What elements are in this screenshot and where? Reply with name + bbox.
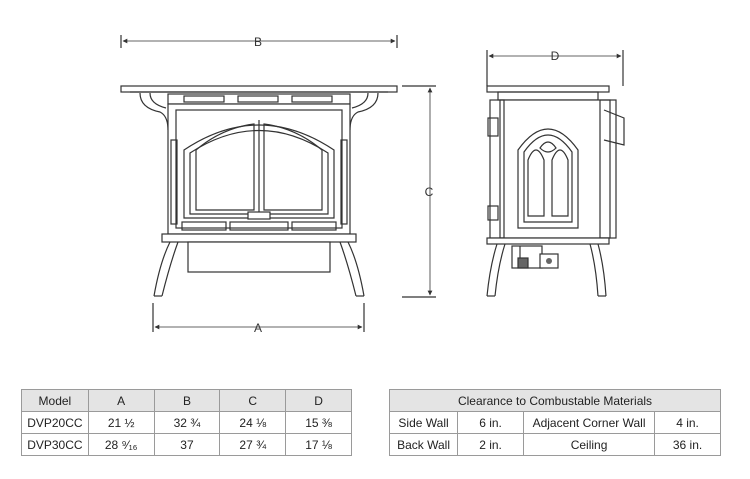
- right-bracket: [349, 92, 379, 131]
- side-body: [499, 99, 611, 239]
- label-c: C: [425, 185, 434, 199]
- clearance-value: 4 in.: [654, 411, 721, 434]
- right-lancet: [551, 149, 569, 217]
- cell-d: 15 ⅜: [285, 411, 352, 434]
- front-view: [120, 35, 436, 332]
- clearance-label: Side Wall: [388, 411, 459, 434]
- dimension-c: [402, 85, 436, 298]
- cell-b: 37: [153, 433, 221, 456]
- cell-a: 28 ⁹⁄₁₆: [87, 433, 155, 456]
- table-row: Side Wall 6 in. Adjacent Corner Wall 4 i…: [388, 411, 721, 434]
- cell-d: 17 ⅛: [285, 433, 352, 456]
- header-d: D: [285, 389, 352, 412]
- left-lancet: [527, 149, 545, 217]
- cell-model: DVP30CC: [21, 433, 89, 456]
- clearance-value: 36 in.: [654, 433, 721, 456]
- right-glass: [263, 123, 323, 211]
- dimensions-table: Model A B C D DVP20CC 21 ½ 32 ¾ 24 ⅛ 15 …: [21, 389, 352, 456]
- header-c: C: [219, 389, 287, 412]
- ash-drawer: [187, 241, 331, 273]
- cell-c: 24 ⅛: [219, 411, 287, 434]
- side-right-leg: [597, 243, 607, 297]
- stove-drawings: B C A D: [120, 35, 625, 335]
- gas-valve: [511, 245, 559, 269]
- table-row: DVP20CC 21 ½ 32 ¾ 24 ⅛ 15 ⅜: [21, 411, 352, 434]
- left-leg: [153, 241, 171, 297]
- clearance-label: Adjacent Corner Wall: [522, 411, 656, 434]
- header-a: A: [87, 389, 155, 412]
- table-row: Back Wall 2 in. Ceiling 36 in.: [388, 433, 721, 456]
- right-leg: [347, 241, 365, 297]
- dimension-d: [486, 50, 624, 86]
- clearance-title-row: Clearance to Combustable Materials: [389, 389, 721, 412]
- cell-b: 32 ¾: [153, 411, 221, 434]
- cell-c: 27 ¾: [219, 433, 287, 456]
- cell-model: DVP20CC: [21, 411, 89, 434]
- label-a: A: [254, 321, 262, 335]
- clearance-value: 6 in.: [457, 411, 524, 434]
- side-left-leg: [486, 243, 498, 297]
- clearance-value: 2 in.: [457, 433, 524, 456]
- clearance-label: Ceiling: [522, 433, 656, 456]
- top-plate: [120, 85, 398, 93]
- label-b: B: [254, 35, 262, 49]
- cell-a: 21 ½: [87, 411, 155, 434]
- dimensions-header-row: Model A B C D: [21, 389, 352, 412]
- header-model: Model: [21, 389, 89, 412]
- label-d: D: [551, 49, 560, 63]
- side-window-frame: [517, 128, 579, 229]
- left-bracket: [139, 92, 169, 131]
- dimension-a: [152, 303, 365, 332]
- clearance-title: Clearance to Combustable Materials: [389, 389, 721, 412]
- clearance-label: Back Wall: [388, 433, 459, 456]
- header-b: B: [153, 389, 221, 412]
- clearance-table: Clearance to Combustable Materials Side …: [388, 389, 721, 456]
- dimension-b: [120, 35, 398, 48]
- left-glass: [195, 123, 255, 211]
- table-row: DVP30CC 28 ⁹⁄₁₆ 37 27 ¾ 17 ⅛: [21, 433, 352, 456]
- side-view: [486, 50, 625, 297]
